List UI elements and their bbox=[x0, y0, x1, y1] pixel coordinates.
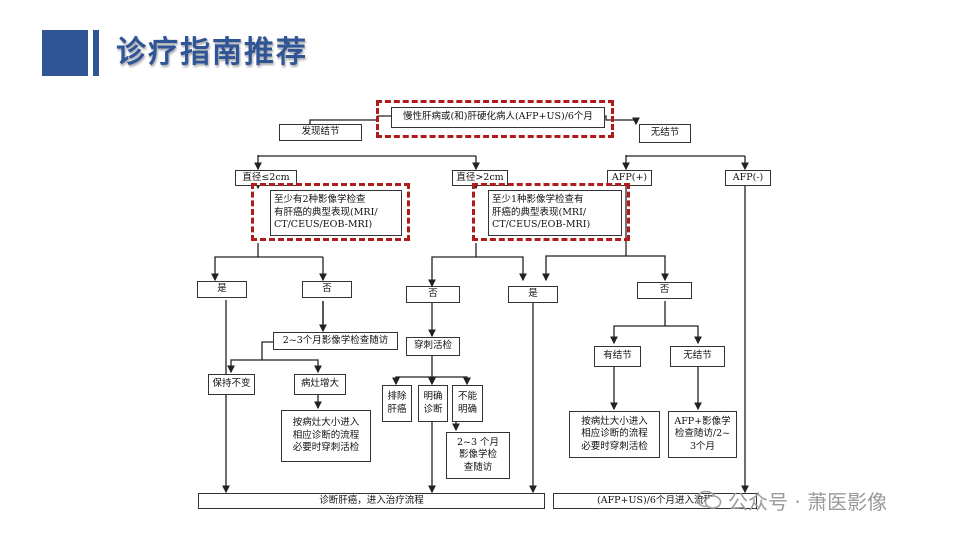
wechat-icon bbox=[696, 490, 722, 509]
node-no-nodule: 无结节 bbox=[639, 124, 691, 143]
node-exclude: 排除 肝癌 bbox=[382, 385, 412, 422]
node-diagnosis: 诊断肝癌，进入治疗流程 bbox=[198, 493, 545, 509]
node-yes-1: 是 bbox=[197, 281, 247, 298]
node-afp-negative: AFP(-) bbox=[725, 170, 771, 186]
node-stable: 保持不变 bbox=[208, 374, 255, 395]
watermark: 公众号 · 萧医影像 bbox=[696, 486, 887, 514]
node-yes-2: 是 bbox=[508, 286, 558, 303]
flowchart: 慢性肝病或(和)肝硬化病人(AFP+US)/6个月 发现结节 无结节 直径≤2c… bbox=[188, 92, 771, 516]
header-accent-block bbox=[42, 30, 88, 76]
node-followup-2-3b: 2~3 个月 影像学检 查随访 bbox=[446, 432, 510, 479]
node-no-2: 否 bbox=[406, 286, 460, 303]
node-unclear: 不能 明确 bbox=[452, 385, 483, 422]
node-biopsy: 穿刺活检 bbox=[406, 337, 460, 356]
highlight-root bbox=[376, 100, 614, 138]
node-has-nodule: 有结节 bbox=[594, 346, 641, 367]
page-title: 诊疗指南推荐 bbox=[116, 35, 308, 70]
node-enlarge: 病灶增大 bbox=[294, 374, 346, 395]
node-by-size-right: 按病灶大小进入 相应诊断的流程 必要时穿刺活检 bbox=[569, 411, 660, 458]
node-no-nodule-2: 无结节 bbox=[670, 346, 725, 367]
watermark-text: 公众号 · 萧医影像 bbox=[728, 489, 888, 514]
node-imaging-two: 至少有2种影像学检查 有肝癌的典型表现(MRI/ CT/CEUS/EOB-MRI… bbox=[270, 190, 402, 236]
node-root: 慢性肝病或(和)肝硬化病人(AFP+US)/6个月 bbox=[391, 107, 605, 128]
node-followup-2-3: 2~3个月影像学检查随访 bbox=[273, 332, 398, 350]
node-imaging-one: 至少1种影像学检查有 肝癌的典型表现(MRI/ CT/CEUS/EOB-MRI) bbox=[488, 190, 622, 236]
node-confirm: 明确 诊断 bbox=[418, 385, 448, 422]
header-accent-stripe bbox=[93, 30, 99, 76]
node-by-size-left: 按病灶大小进入 相应诊断的流程 必要时穿刺活检 bbox=[281, 410, 371, 462]
node-afp-imaging: AFP+影像学 检查随访/2~ 3个月 bbox=[668, 411, 737, 458]
flowchart-connectors bbox=[211, 115, 749, 494]
node-no-1: 否 bbox=[302, 281, 352, 298]
highlight-imaging-two bbox=[251, 183, 410, 241]
node-no-3: 否 bbox=[637, 282, 692, 299]
node-found-nodule: 发现结节 bbox=[279, 124, 362, 141]
highlight-imaging-one bbox=[472, 183, 630, 241]
